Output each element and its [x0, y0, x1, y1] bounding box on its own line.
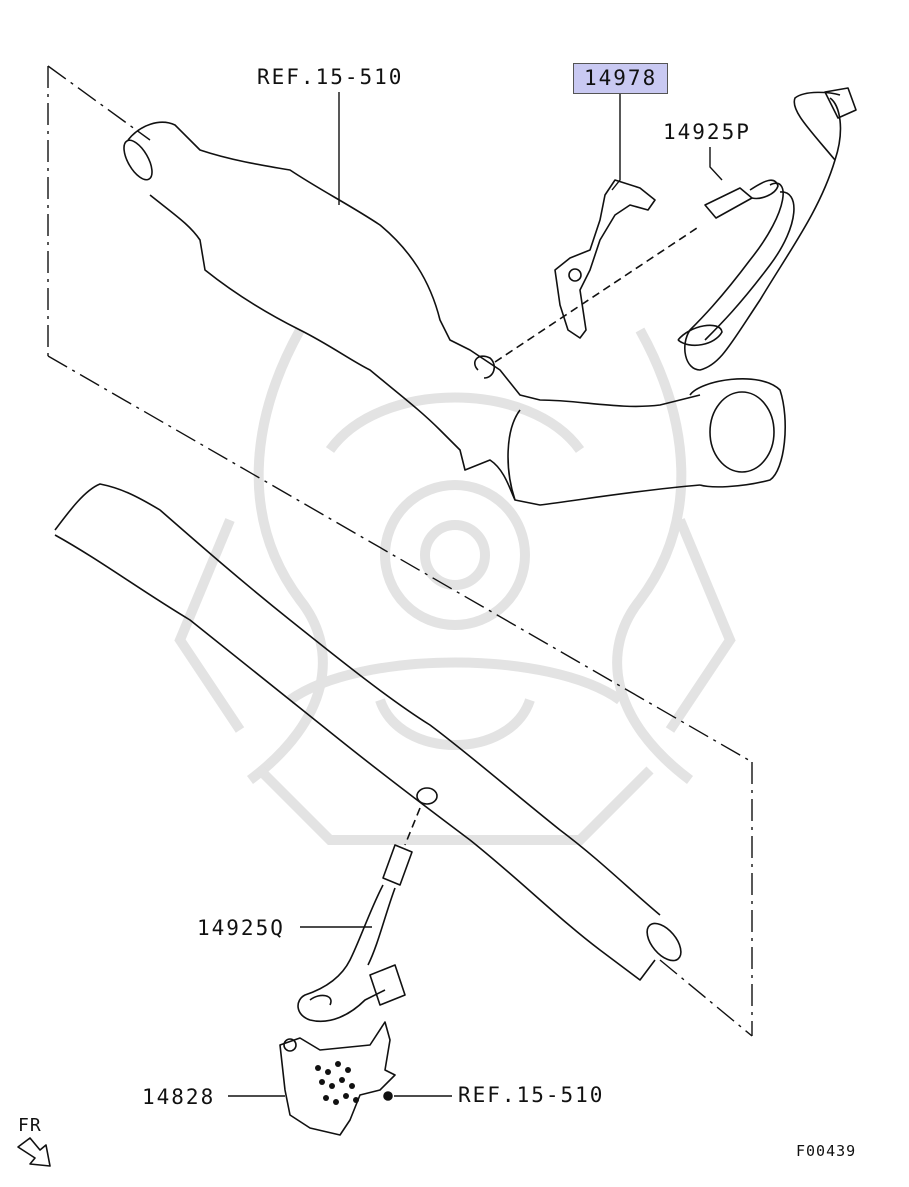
ref-label-top[interactable]: REF.15-510 — [257, 65, 404, 89]
ref-label-bottom[interactable]: REF.15-510 — [458, 1083, 605, 1107]
lower-exhaust-pipe — [54, 483, 682, 981]
front-indicator-label: FR — [18, 1115, 42, 1136]
part-number-14925p[interactable]: 14925P — [663, 120, 751, 144]
leader-lines — [228, 92, 723, 1097]
heat-shield — [279, 1021, 396, 1136]
part-number-14925q[interactable]: 14925Q — [197, 916, 285, 940]
watermark-icon — [174, 327, 736, 845]
reference-boundary — [47, 65, 753, 1037]
figure-code: F00439 — [796, 1142, 857, 1160]
front-arrow-icon — [17, 1137, 51, 1167]
lower-o2-sensor — [297, 787, 438, 1023]
upper-o2-sensor — [474, 87, 857, 379]
part-number-14978[interactable]: 14978 — [573, 63, 669, 94]
part-number-14828[interactable]: 14828 — [142, 1085, 216, 1109]
sensor-bracket — [554, 179, 656, 339]
upper-exhaust-pipe — [123, 121, 786, 506]
